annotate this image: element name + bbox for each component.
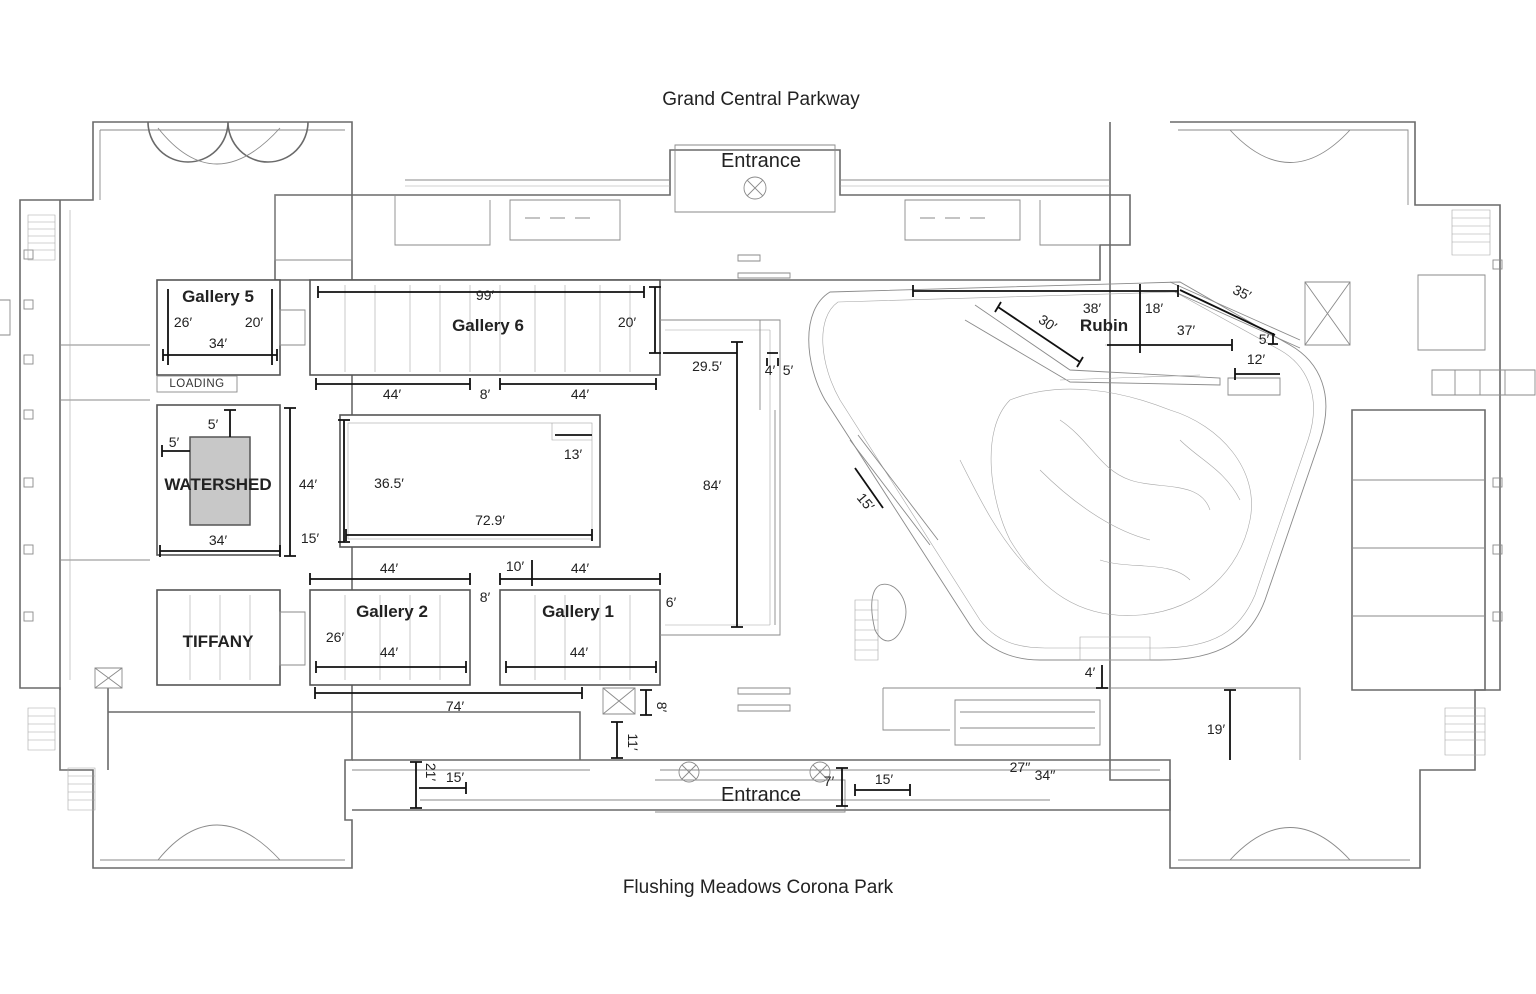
gallery-2-label: Gallery 2: [356, 602, 428, 621]
dim-elev-b: 11′: [625, 733, 641, 751]
dim-rubin-ramp: 35′: [1230, 281, 1254, 303]
tiffany-label: TIFFANY: [183, 632, 254, 651]
watershed-label: WATERSHED: [164, 475, 271, 494]
dim-lobby-e: 34′′: [1035, 767, 1056, 783]
dim-panorama-ramp: 15′: [854, 490, 878, 515]
dim-g5-left: 26′: [174, 314, 193, 330]
dim-mid-gap: 10′: [506, 558, 525, 574]
gallery-1-label: Gallery 1: [542, 602, 614, 621]
dim-g6-bottom-right: 44′: [571, 386, 590, 402]
dim-lobby-d: 27′′: [1010, 759, 1031, 775]
north-entrance-label: Entrance: [721, 150, 801, 172]
dim-corridor-a: 29.5′: [692, 358, 722, 374]
dim-g5-width: 34′: [209, 335, 228, 351]
dim-g6-top: 99′: [476, 287, 495, 303]
dim-rubin-e: 12′: [1247, 351, 1266, 367]
dim-g2-height: 26′: [326, 629, 345, 645]
dimension-lines: [159, 284, 1280, 809]
south-entrance-label: Entrance: [721, 784, 801, 806]
dim-ws-gap: 15′: [301, 530, 320, 546]
dim-g1-top: 44′: [571, 560, 590, 576]
dim-cafe-b: 19′: [1207, 721, 1226, 737]
dim-stair-a: 21′: [423, 763, 439, 782]
dim-south-hall: 74′: [446, 698, 465, 714]
building-shell: [0, 121, 1536, 869]
dim-rubin-d: 5′: [1259, 331, 1270, 347]
north-street-label: Grand Central Parkway: [662, 89, 860, 110]
dim-hall-height: 84′: [703, 477, 722, 493]
dim-g1-side: 6′: [666, 594, 677, 610]
gallery-5-label: Gallery 5: [182, 287, 254, 306]
dim-g1-bottom: 44′: [570, 644, 589, 660]
dim-rubin-b: 18′: [1145, 300, 1164, 316]
map-labels: Grand Central Parkway Flushing Meadows C…: [164, 89, 1269, 898]
dim-atrium-inner: 13′: [564, 446, 583, 462]
dim-ws-height: 44′: [299, 476, 318, 492]
dim-g2-top: 44′: [380, 560, 399, 576]
south-street-label: Flushing Meadows Corona Park: [623, 877, 894, 898]
gallery-blocks: [94, 279, 781, 715]
gallery-6-label: Gallery 6: [452, 316, 524, 335]
dim-corridor-b: 4′: [765, 362, 776, 378]
panorama-area: [808, 281, 1327, 661]
dim-g2-gap: 8′: [480, 589, 491, 605]
dim-rubin-c: 37′: [1177, 322, 1196, 338]
dim-cafe-a: 4′: [1085, 664, 1096, 680]
dim-rubin-diag: 30′: [1036, 311, 1060, 335]
dim-lobby-b: 7′: [824, 773, 835, 789]
dim-g6-gap: 8′: [480, 386, 491, 402]
dim-ws-left: 5′: [169, 434, 180, 450]
dim-rubin-a: 38′: [1083, 300, 1102, 316]
dim-lobby-a: 15′: [446, 769, 465, 785]
dim-ws-top: 5′: [208, 416, 219, 432]
dim-g2-bottom: 44′: [380, 644, 399, 660]
dim-elev-a: 8′: [654, 702, 670, 713]
dim-g6-right: 20′: [618, 314, 637, 330]
dim-ws-width: 34′: [209, 532, 228, 548]
rubin-label: Rubin: [1080, 316, 1128, 335]
dim-atrium-width: 72.9′: [475, 512, 505, 528]
watershed-installation: [189, 436, 251, 526]
dim-lobby-c: 15′: [875, 771, 894, 787]
dim-g6-bottom-left: 44′: [383, 386, 402, 402]
dim-atrium-height: 36.5′: [374, 475, 404, 491]
dim-g5-right: 20′: [245, 314, 264, 330]
loading-label: LOADING: [169, 378, 224, 390]
dim-corridor-c: 5′: [783, 362, 794, 378]
